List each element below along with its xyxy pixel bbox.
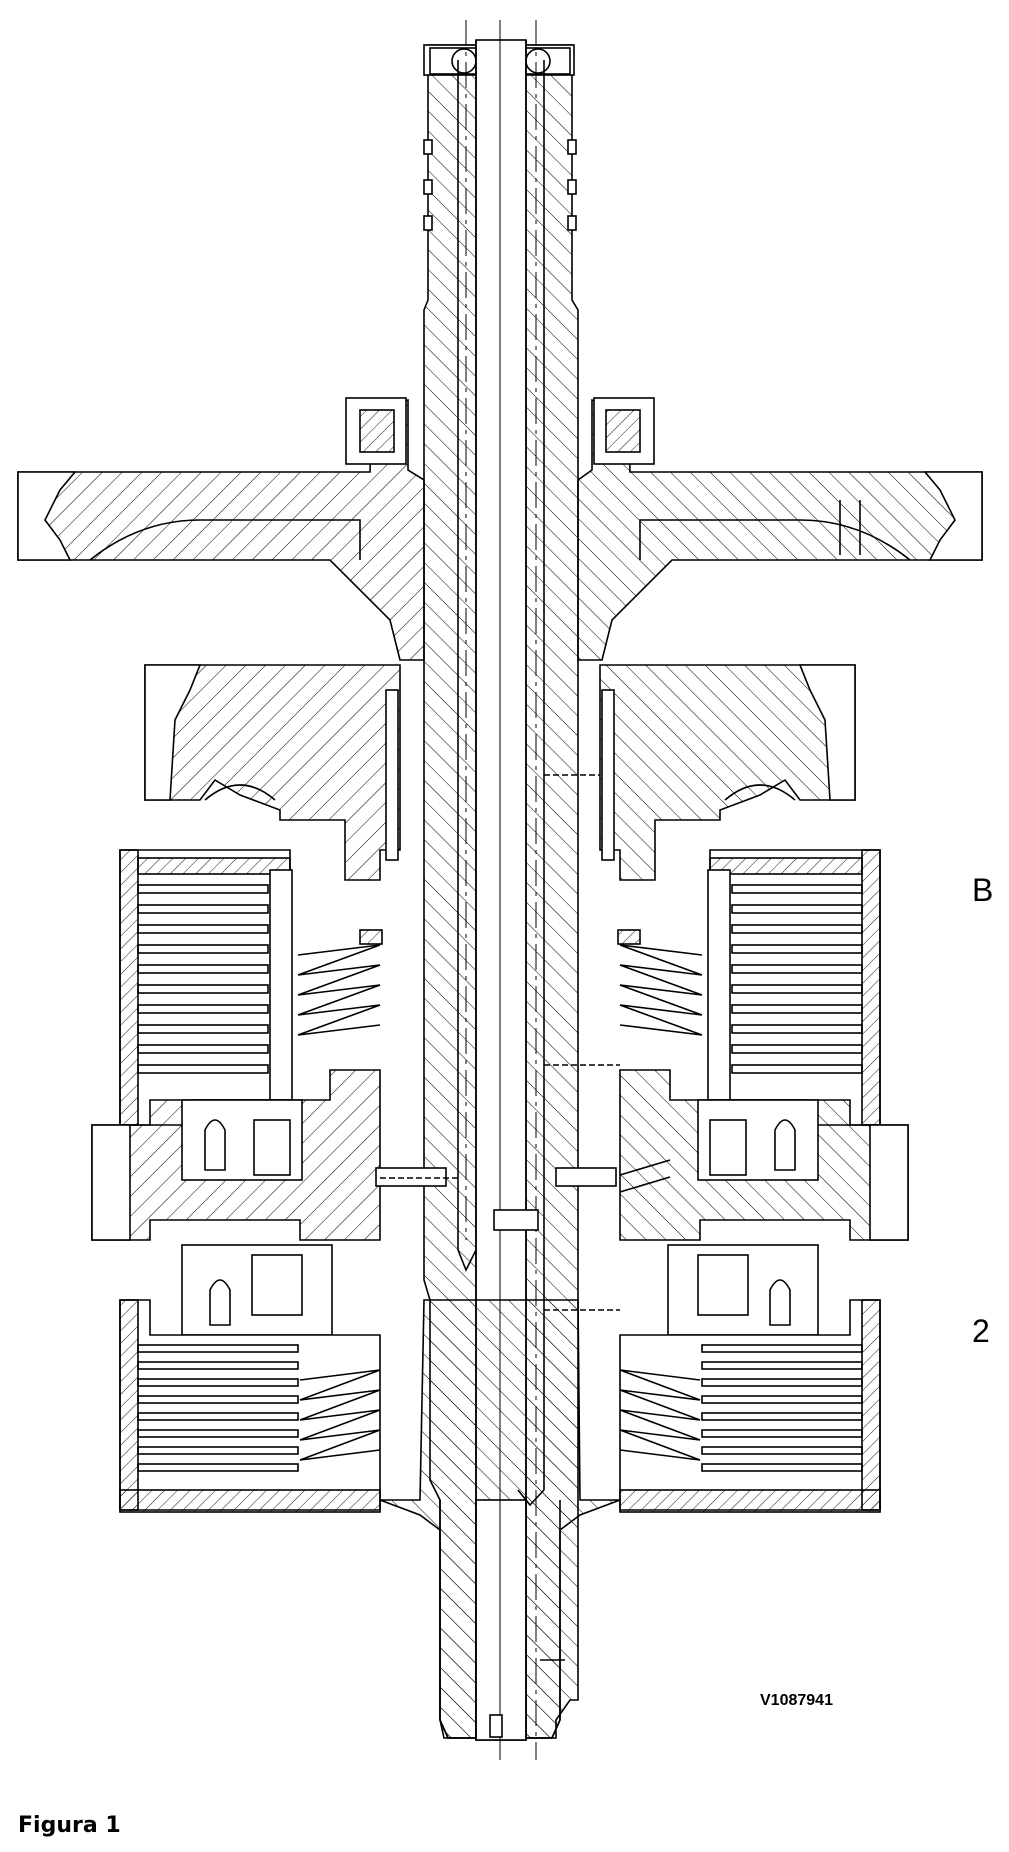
callout-b: B	[972, 872, 994, 908]
central-carrier	[91, 1069, 909, 1336]
upper-flange	[17, 397, 983, 661]
drawing-code: V1087941	[760, 1692, 833, 1709]
figure-caption: Figura 1	[18, 1813, 121, 1838]
clutch-pack-b	[119, 849, 881, 1126]
callout-2: 2	[972, 1313, 990, 1349]
second-gear	[144, 664, 856, 881]
upper-return-spring	[297, 929, 703, 1036]
lower-return-spring	[299, 1369, 701, 1461]
output-hub	[379, 1299, 621, 1760]
cross-drillings	[380, 774, 620, 1311]
